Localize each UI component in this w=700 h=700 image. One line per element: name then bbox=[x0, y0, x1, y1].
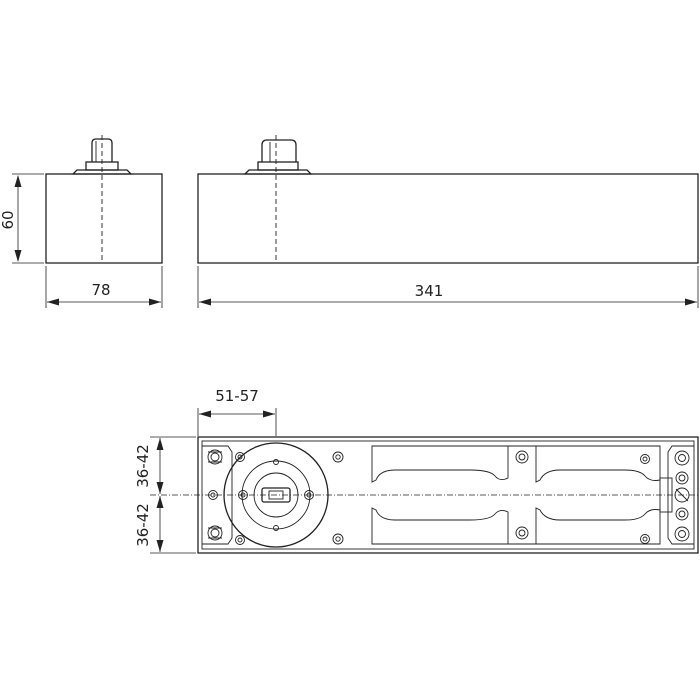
plan-spindle-plate bbox=[223, 442, 329, 548]
front-view-body bbox=[197, 173, 699, 264]
plan-right-end bbox=[659, 445, 694, 545]
dim-spindle-offset: 51-57 bbox=[197, 387, 277, 436]
plan-mount-holes-mid bbox=[515, 450, 650, 544]
dim-half-width-top-label: 36-42 bbox=[134, 444, 152, 488]
front-view: 341 bbox=[197, 135, 699, 308]
dim-height: 60 bbox=[0, 173, 44, 264]
dim-height-label: 60 bbox=[0, 210, 17, 229]
dim-width: 78 bbox=[45, 266, 163, 308]
plan-view: 51-57 36-42 36-42 bbox=[134, 387, 699, 554]
dim-half-width-top: 36-42 bbox=[134, 436, 196, 494]
dim-half-width-bottom: 36-42 bbox=[134, 496, 196, 554]
dim-length-label: 341 bbox=[415, 282, 444, 300]
plan-mount-holes-left bbox=[235, 451, 344, 545]
side-view: 60 78 bbox=[0, 135, 163, 308]
dim-width-label: 78 bbox=[91, 281, 110, 299]
front-view-spindle bbox=[243, 139, 313, 175]
dim-spindle-offset-label: 51-57 bbox=[215, 387, 259, 405]
dim-length: 341 bbox=[197, 266, 699, 308]
plan-recesses bbox=[371, 445, 661, 545]
plan-left-end bbox=[202, 445, 233, 545]
dim-half-width-bottom-label: 36-42 bbox=[134, 503, 152, 547]
side-view-body bbox=[45, 173, 163, 264]
